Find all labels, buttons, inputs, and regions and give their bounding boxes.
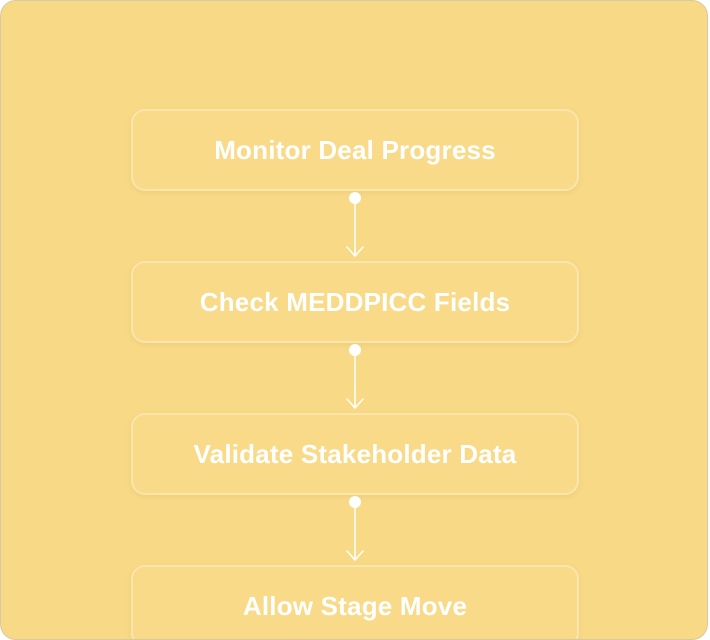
step-validate-stakeholder-data[interactable]: Validate Stakeholder Data: [131, 413, 579, 495]
connector-1: [131, 191, 579, 261]
arrow-down-icon: [346, 192, 364, 257]
arrow-down-icon: [346, 496, 364, 561]
step-label: Monitor Deal Progress: [214, 134, 496, 165]
step-label: Allow Stage Move: [242, 590, 468, 621]
step-label: Validate Stakeholder Data: [193, 438, 517, 469]
arrow-down-icon: [346, 344, 364, 409]
flowchart: Monitor Deal Progress Check MEDDPICC Fie…: [131, 109, 579, 639]
connector-2: [131, 343, 579, 413]
step-monitor-deal-progress[interactable]: Monitor Deal Progress: [131, 109, 579, 191]
connector-3: [131, 495, 579, 565]
step-allow-stage-move[interactable]: Allow Stage Move: [131, 565, 579, 639]
step-label: Check MEDDPICC Fields: [199, 286, 511, 317]
step-check-meddpicc-fields[interactable]: Check MEDDPICC Fields: [131, 261, 579, 343]
